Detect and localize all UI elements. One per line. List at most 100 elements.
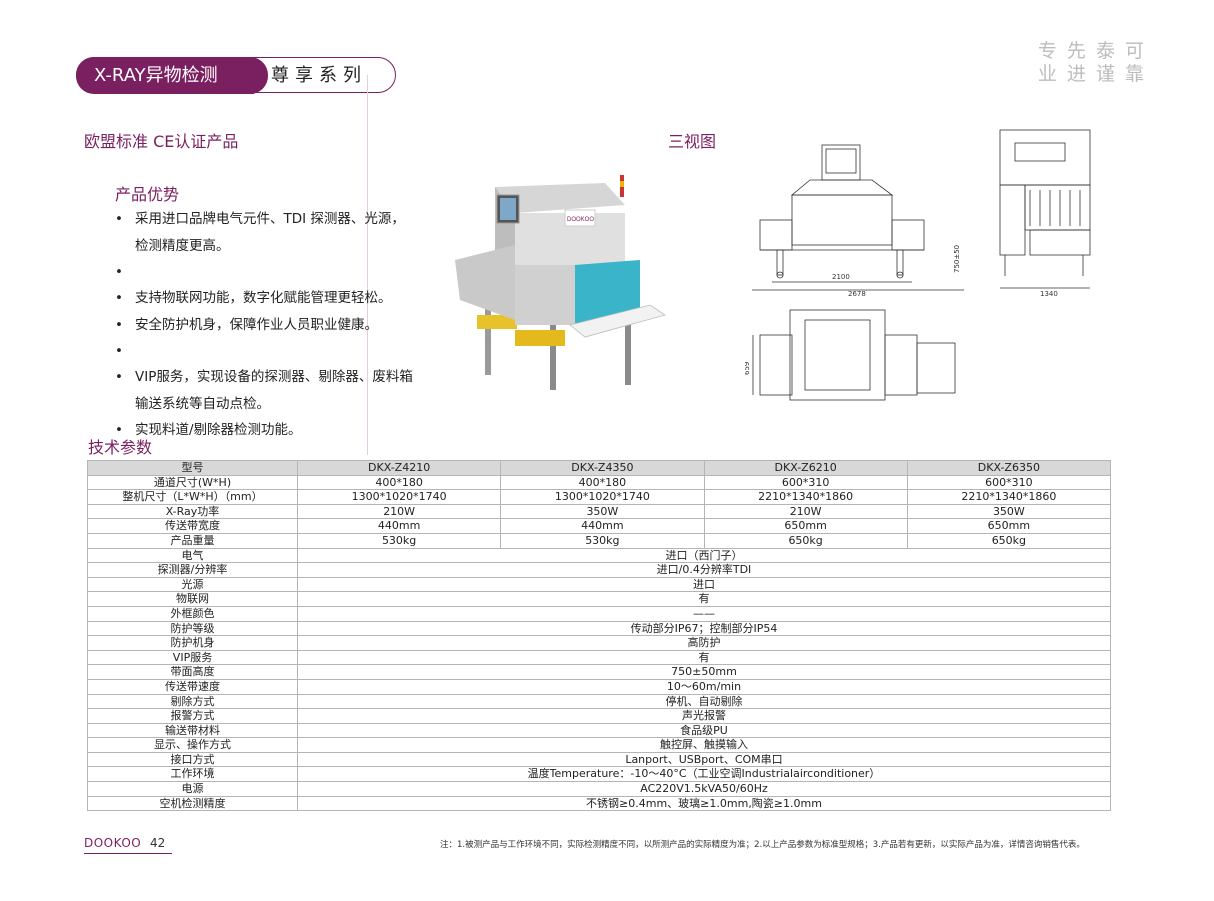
table-cell: 600*310 — [703, 474, 908, 491]
front-height-dim: 750±50 — [953, 245, 961, 273]
table-cell: 600*310 — [906, 474, 1112, 491]
table-header-row: 型号 DKX-Z4210 DKX-Z4350 DKX-Z6210 DKX-Z63… — [87, 460, 1112, 476]
advantage-item: 支持物联网功能，数字化赋能管理更轻松。 — [115, 285, 415, 312]
table-cell: 光源 — [87, 576, 298, 593]
table-cell: 有 — [297, 649, 1111, 666]
table-cell: 650mm — [906, 518, 1112, 534]
side-view-drawing: 1340 — [999, 129, 1091, 298]
table-row: 物联网有 — [87, 591, 1111, 607]
table-cell: 整机尺寸（L*W*H）（mm） — [87, 489, 298, 505]
table-cell: 显示、操作方式 — [87, 737, 298, 753]
certification-heading: 欧盟标准 CE认证产品 — [84, 132, 239, 151]
table-cell: 400*180 — [500, 474, 705, 491]
footer-underline — [84, 853, 172, 854]
page-number: 42 — [150, 836, 166, 850]
front-view-drawing: 2100 2678 750±50 — [752, 144, 964, 298]
series-banner: X-RAY异物检测 尊享系列 — [76, 57, 396, 94]
advantage-item-empty — [115, 338, 415, 365]
table-cell: 650mm — [703, 518, 908, 534]
table-cell: X-Ray功率 — [87, 503, 298, 520]
table-cell: 2210*1340*1860 — [906, 489, 1112, 505]
table-cell: 1300*1020*1740 — [296, 489, 502, 505]
advantages-heading: 产品优势 — [115, 185, 180, 204]
table-cell: —— — [297, 605, 1111, 622]
top-depth-dim: 659 — [745, 362, 751, 375]
front-width-dim: 2100 — [832, 273, 850, 281]
table-cell: VIP服务 — [87, 649, 298, 666]
brand-seal: 专 先 泰 可 业 进 谨 靠 — [1036, 40, 1146, 88]
table-cell: 进口/0.4分辨率TDI — [297, 562, 1111, 578]
table-cell: 350W — [906, 503, 1112, 520]
table-row: 探测器/分辨率进口/0.4分辨率TDI — [87, 562, 1111, 578]
table-row: 空机检测精度不锈钢≥0.4mm、玻璃≥1.0mm,陶瓷≥1.0mm — [87, 795, 1111, 812]
table-cell: 高防护 — [297, 635, 1111, 651]
table-header-cell: DKX-Z6210 — [703, 460, 908, 476]
table-cell: 530kg — [500, 532, 705, 549]
top-view-drawing: 659 — [745, 309, 956, 401]
table-cell: 2210*1340*1860 — [703, 489, 908, 505]
table-cell: 440mm — [500, 518, 705, 534]
advantage-item: 实现料道/剔除器检测功能。 — [115, 417, 415, 444]
table-cell: 400*180 — [296, 474, 502, 491]
table-cell: 440mm — [296, 518, 502, 534]
advantage-item: 安全防护机身，保障作业人员职业健康。 — [115, 312, 415, 339]
table-cell: 输送带材料 — [87, 722, 298, 739]
table-cell: 1300*1020*1740 — [500, 489, 705, 505]
advantages-list: 采用进口品牌电气元件、TDI 探测器、光源，检测精度更高。 支持物联网功能，数字… — [115, 206, 415, 444]
footer-note: 注：1.被测产品与工作环境不同，实际检测精度不同，以所测产品的实际精度为准；2.… — [440, 840, 1085, 850]
three-views-heading: 三视图 — [668, 132, 717, 151]
table-cell: 带面高度 — [87, 664, 298, 680]
table-cell: 通道尺寸(W*H) — [87, 474, 298, 491]
table-cell: 530kg — [296, 532, 502, 549]
advantage-item: 采用进口品牌电气元件、TDI 探测器、光源，检测精度更高。 — [115, 206, 415, 259]
table-row: 显示、操作方式触控屏、触摸输入 — [87, 737, 1111, 753]
table-cell: 停机、自动剔除 — [297, 693, 1111, 710]
front-total-dim: 2678 — [848, 290, 866, 298]
table-header-cell: DKX-Z4210 — [296, 460, 502, 476]
side-width-dim: 1340 — [1040, 290, 1058, 298]
table-cell: 温度Temperature：-10～40°C（工业空调Industrialair… — [297, 766, 1111, 783]
table-cell: 电气 — [87, 547, 298, 564]
table-header-cell: DKX-Z4350 — [500, 460, 705, 476]
table-cell: 10～60m/min — [297, 678, 1111, 695]
table-cell: 防护机身 — [87, 635, 298, 651]
table-cell: 传送带宽度 — [87, 518, 298, 534]
machine-logo: DOOKOO — [567, 217, 594, 223]
category-title: X-RAY异物检测 — [76, 57, 268, 94]
table-cell: 声光报警 — [297, 708, 1111, 724]
table-row: 产品重量 530kg 530kg 650kg 650kg — [87, 532, 1112, 549]
table-row: 整机尺寸（L*W*H）（mm） 1300*1020*1740 1300*1020… — [87, 489, 1112, 505]
table-row: 防护机身高防护 — [87, 635, 1111, 651]
table-row: 外框颜色—— — [87, 605, 1111, 622]
table-row: 电气进口（西门子） — [87, 547, 1111, 564]
table-cell: 650kg — [906, 532, 1112, 549]
table-cell: 650kg — [703, 532, 908, 549]
series-title: 尊享系列 — [271, 65, 367, 86]
table-cell: 有 — [297, 591, 1111, 607]
table-cell: 空机检测精度 — [87, 795, 298, 812]
table-cell: 接口方式 — [87, 751, 298, 768]
table-cell: 触控屏、触摸输入 — [297, 737, 1111, 753]
table-cell: 750±50mm — [297, 664, 1111, 680]
seal-line-2: 业 进 谨 靠 — [1037, 63, 1146, 85]
table-header-cell: 型号 — [87, 460, 298, 476]
table-row: X-Ray功率 210W 350W 210W 350W — [87, 503, 1112, 520]
table-row: 通道尺寸(W*H) 400*180 400*180 600*310 600*31… — [87, 474, 1112, 491]
table-cell: 进口（西门子） — [297, 547, 1111, 564]
table-cell: 电源 — [87, 781, 298, 797]
table-cell: AC220V1.5kVA50/60Hz — [297, 781, 1111, 797]
table-cell: 210W — [296, 503, 502, 520]
table-cell: 350W — [500, 503, 705, 520]
table-row: 剔除方式停机、自动剔除 — [87, 693, 1111, 710]
table-row: 防护等级传动部分IP67；控制部分IP54 — [87, 620, 1111, 637]
table-row: 光源进口 — [87, 576, 1111, 593]
table-cell: 传送带速度 — [87, 678, 298, 695]
advantage-item: VIP服务，实现设备的探测器、剔除器、废料箱输送系统等自动点检。 — [115, 364, 415, 417]
spec-table: 型号 DKX-Z4210 DKX-Z4350 DKX-Z6210 DKX-Z63… — [87, 460, 1112, 812]
advantage-item-empty — [115, 259, 415, 286]
table-row: 输送带材料食品级PU — [87, 722, 1111, 739]
